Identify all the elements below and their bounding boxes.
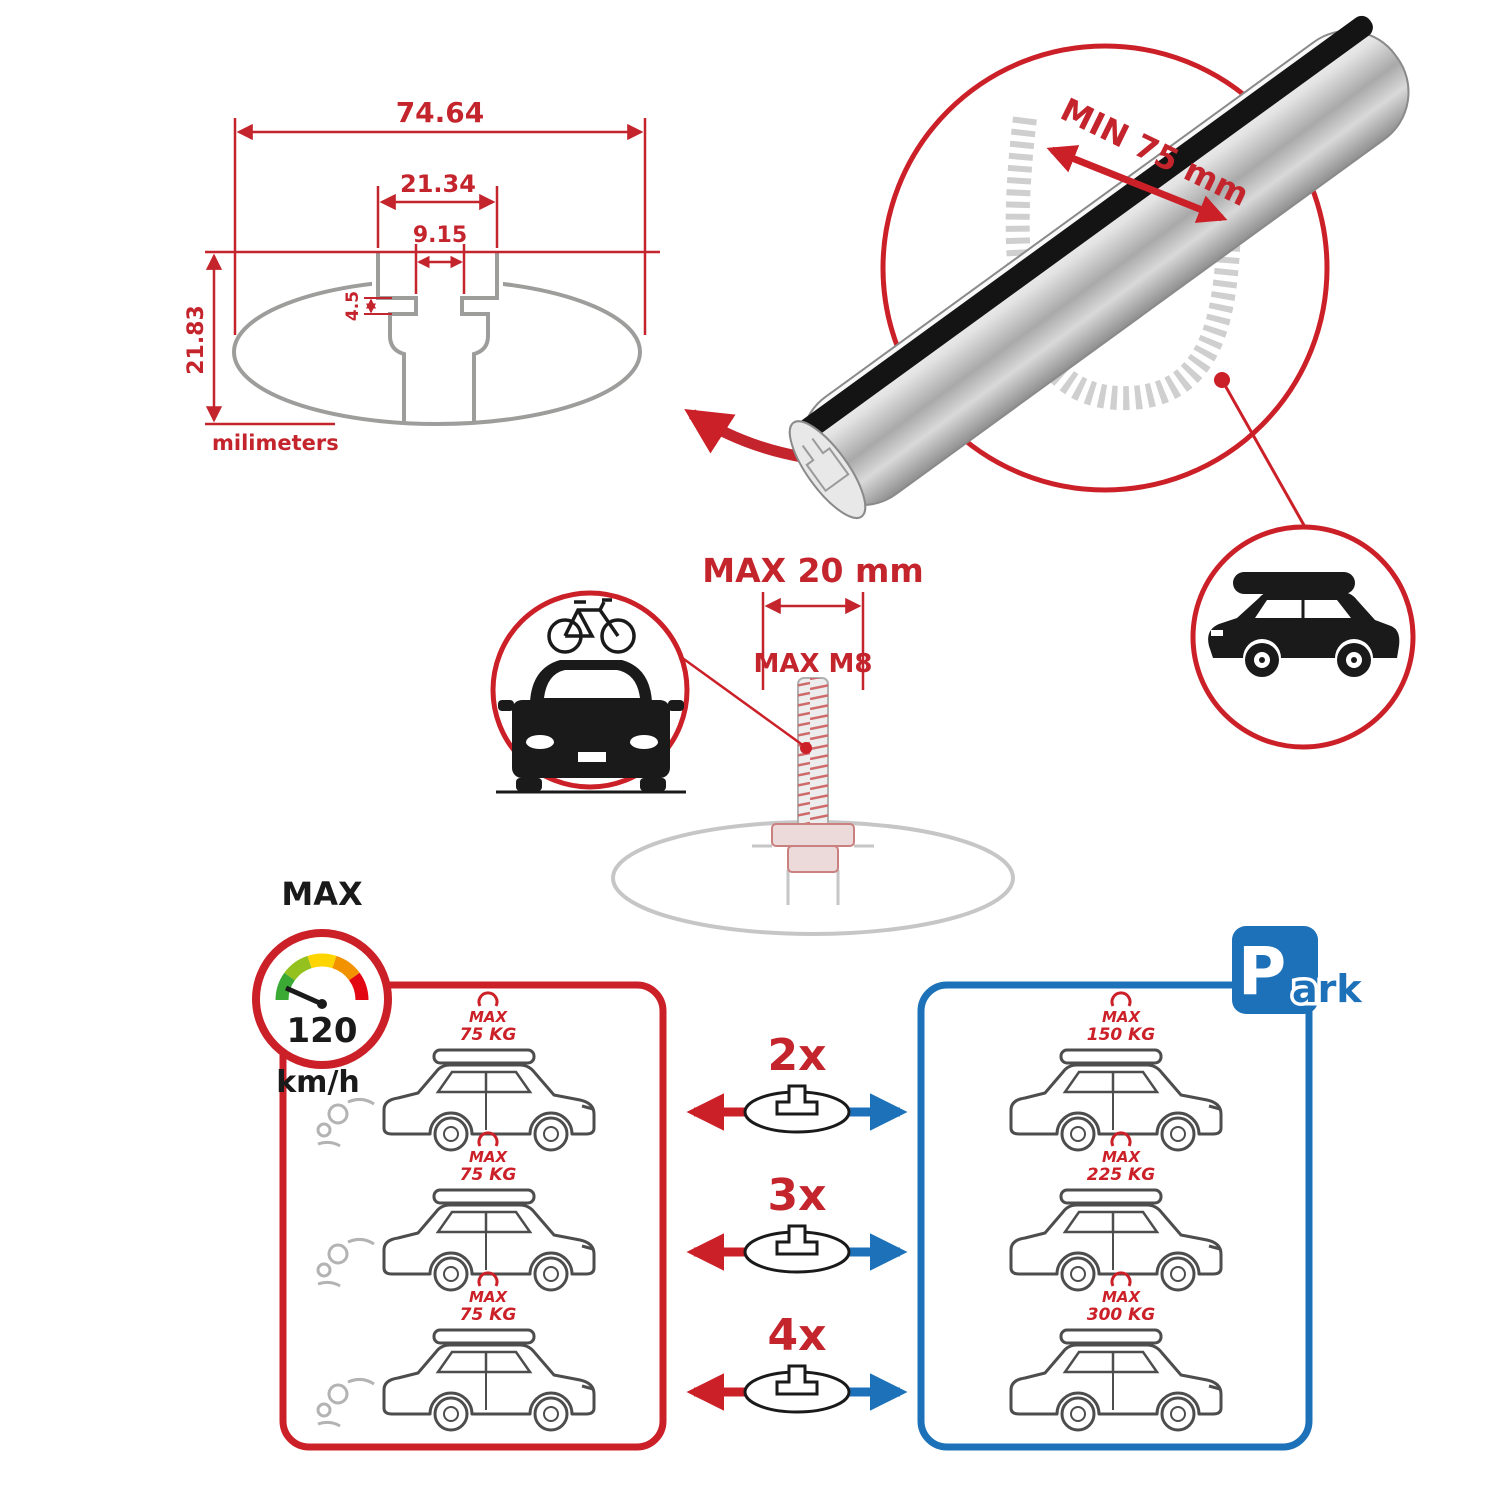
driving-box [279,981,667,1451]
load-logo-icon [477,1271,499,1287]
load-label-max: MAX [1102,1288,1142,1306]
dim-lip-depth [364,297,392,315]
dim-total-height-label: 21.83 [184,305,209,375]
speed-gauge: MAX 120 km/h [252,875,392,1100]
parked-cars: MAX 150 KG MAX 225 KG MAX 300 KG [1009,991,1223,1432]
multiplier-label: 3x [768,1170,827,1221]
dim-slot-inner-label: 9.15 [413,223,467,248]
load-logo-icon [1110,1131,1132,1147]
load-logo-icon [477,1131,499,1147]
gauge-arcs [275,953,369,1001]
parking-rest: ark [1292,967,1362,1011]
fixing-strap-icon [1005,116,1241,411]
dim-total-width-label: 74.64 [396,96,485,129]
car-front-icon [496,660,686,794]
dim-slot-outer [376,186,499,248]
gauge-pivot [317,999,327,1009]
bolt-callout-dot [800,742,812,754]
car-bike-inset [490,590,690,794]
load-label-max: MAX [469,1288,509,1306]
min-span-arrow [1046,145,1228,223]
suv-roofbox-icon [1208,572,1400,677]
smoke-icon [316,1377,376,1428]
bolt-callout-line [680,655,805,748]
parking-box [917,981,1313,1451]
dim-slot-outer-label: 21.34 [400,170,476,198]
load-label-kg: 75 KG [460,1025,517,1045]
smoke-icon [316,1097,376,1148]
gauge-value: 120 [287,1011,358,1051]
bolt-diagram: MAX 20 mm MAX M8 [611,551,1015,936]
profile-dimension-diagram: 74.64 21.34 9.15 4.5 21.83 mili [184,96,660,455]
bar-detail-inset: MIN 75 mm [788,15,1410,528]
load-label-kg: 75 KG [460,1165,517,1185]
bolt-width-dim [761,592,865,690]
load-logo-icon [477,991,499,1007]
dim-total-height [205,250,660,426]
load-label-kg: 300 KG [1087,1305,1156,1325]
profile-channel-right [460,252,499,423]
car-roofbox-inset [1190,524,1416,750]
gauge-title: MAX [281,875,363,913]
load-label-max: MAX [1102,1148,1142,1166]
bar-count-rows: 2x 3x 4x [686,1030,908,1414]
callout-line [1220,379,1307,528]
gauge-needle [284,985,324,1007]
driving-cars: MAX 75 KG MAX 75 KG MAX 75 KG [316,991,596,1432]
multiplier-label: 4x [768,1310,827,1361]
parked-car [1009,1328,1223,1432]
gauge-units: km/h [276,1065,360,1100]
load-label-max: MAX [469,1008,509,1026]
bike-icon [547,598,636,654]
smoke-icon [316,1237,376,1288]
bolt-max-width-label: MAX 20 mm [702,551,924,590]
dim-units-label: milimeters [212,431,339,455]
driving-car [382,1048,596,1152]
load-logo-icon [1110,991,1132,1007]
bar-profile-icon [743,1084,851,1134]
load-label-max: MAX [1102,1008,1142,1026]
load-logo-icon [1110,1271,1132,1287]
bar-profile-icon [743,1224,851,1274]
parking-letter: P [1238,933,1286,1010]
load-label-max: MAX [469,1148,509,1166]
profile-channel-left [376,252,418,423]
parking-sign: P ark [1232,926,1366,1015]
driving-car [382,1328,596,1432]
bar-profile-icon [743,1364,851,1414]
parking-sign-square [1232,926,1318,1014]
t-bolt-icon [771,677,855,873]
profile-ellipse [232,278,642,426]
load-label-kg: 225 KG [1087,1165,1156,1185]
load-label-kg: 150 KG [1087,1025,1156,1045]
dim-total-width [233,118,647,335]
load-label-kg: 75 KG [460,1305,517,1325]
driving-car [382,1188,596,1292]
multiplier-label: 2x [768,1030,827,1081]
dim-lip-depth-label: 4.5 [343,291,363,321]
bolt-thread-label: MAX M8 [753,649,872,679]
